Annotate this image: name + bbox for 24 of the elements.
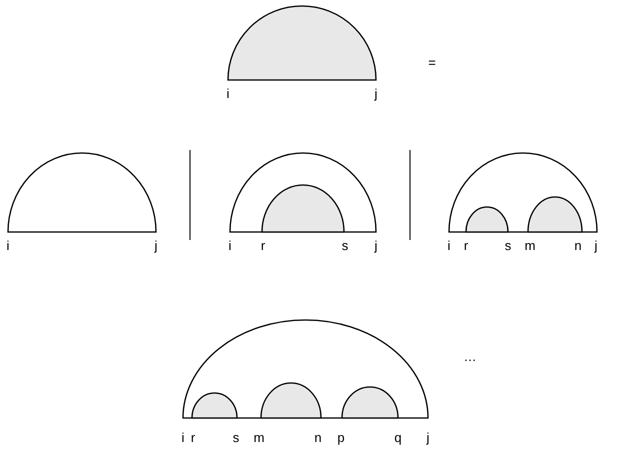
index-label: … — [464, 350, 476, 364]
index-label: m — [524, 239, 536, 253]
index-label: s — [504, 239, 512, 253]
index-label: r — [190, 431, 196, 445]
index-label: i — [182, 431, 184, 445]
index-label: s — [232, 431, 240, 445]
index-label: p — [337, 431, 345, 445]
index-label: n — [314, 431, 322, 445]
index-label: r — [260, 239, 266, 253]
index-label: m — [254, 431, 264, 445]
index-label: j — [594, 239, 598, 253]
index-label: s — [342, 239, 348, 253]
index-label: q — [394, 431, 402, 445]
index-label: r — [464, 239, 468, 253]
index-label: i — [6, 239, 10, 253]
index-label: j — [426, 431, 430, 445]
index-label: j — [374, 239, 378, 253]
index-label: j — [374, 87, 378, 101]
index-label: = — [428, 56, 436, 70]
index-label: i — [448, 239, 450, 253]
index-label: n — [574, 239, 582, 253]
index-label: i — [228, 239, 232, 253]
index-label: i — [226, 87, 230, 101]
index-label: j — [154, 239, 158, 253]
